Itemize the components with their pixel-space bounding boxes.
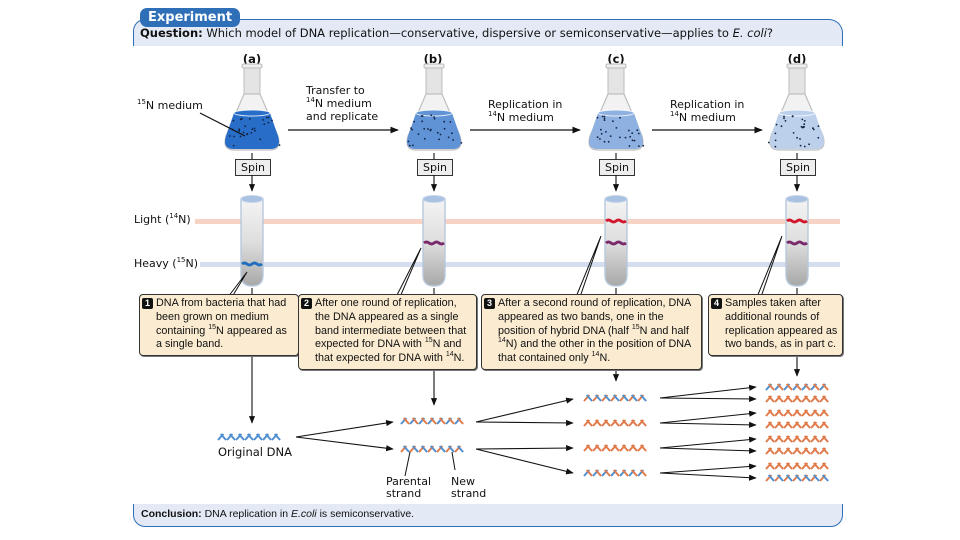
band-light [605, 218, 627, 224]
transition-label-1: Transfer to 14N medium and replicate [306, 84, 379, 123]
replication-arrow [659, 410, 757, 424]
band-hybrid [423, 240, 445, 246]
replication-arrow [659, 395, 757, 403]
transition-label-3: Replication in 14N medium [670, 98, 745, 124]
spin-label-d: Spin [780, 159, 816, 176]
centrifuge-tube-a [240, 195, 264, 287]
spin-label-c: Spin [599, 159, 635, 176]
dna-gen3-6 [765, 447, 829, 455]
original-dna-label: Original DNA [218, 445, 292, 459]
step-1-number: 1 [142, 298, 153, 309]
conclusion-box [133, 504, 843, 527]
flask-a [224, 63, 281, 151]
step-3-number: 3 [484, 298, 495, 309]
conclusion-label: Conclusion: [141, 508, 202, 520]
conclusion-text: Conclusion: DNA replication in E.coli is… [141, 508, 415, 520]
panel-label-c: (c) [607, 52, 625, 66]
heavy-label: Heavy (15N) [134, 256, 199, 271]
question-body: Which model of DNA replication—conservat… [202, 26, 733, 40]
replication-arrow [659, 447, 757, 454]
spin-connectors [248, 153, 801, 192]
heavy-level-line [200, 262, 840, 267]
replication-arrow [475, 444, 574, 452]
question-label: Question: [140, 26, 203, 40]
band-light [786, 218, 808, 224]
centrifuge-tube-c [604, 195, 628, 287]
flask-b [406, 63, 463, 151]
panel-label-d: (d) [787, 52, 807, 66]
callout-pointers [227, 235, 783, 298]
light-label: Light (14N) [134, 212, 191, 227]
question-end: ? [766, 26, 773, 40]
replication-arrow [659, 436, 757, 449]
dna-gen2-4 [583, 469, 647, 477]
replication-arrow [295, 436, 394, 452]
dna-gen3-5 [765, 435, 829, 443]
replication-arrow [475, 448, 574, 475]
replication-arrow [659, 421, 757, 428]
step-4-number: 4 [711, 298, 722, 309]
dna-original [217, 433, 281, 441]
replication-arrow [295, 420, 394, 438]
dna-gen3-4 [765, 421, 829, 429]
medium-pointer [199, 112, 246, 137]
flask-d [767, 63, 825, 151]
spin-label-a: Spin [235, 159, 271, 176]
dna-gen3-7 [765, 462, 829, 470]
strand-pointers [404, 451, 456, 477]
transition-label-2: Replication in 14N medium [488, 98, 563, 124]
medium-label: 15N medium [137, 98, 203, 113]
panel-label-b: (b) [423, 52, 443, 66]
dna-gen3-2 [765, 395, 829, 403]
band-hybrid [786, 240, 808, 246]
dna-gen3-1 [765, 383, 829, 391]
question-text: Question: Which model of DNA replication… [140, 26, 773, 40]
replication-arrow [475, 419, 574, 427]
replication-arrow [659, 472, 757, 481]
dna-gen2-2 [583, 419, 647, 427]
centrifuge-tube-d [785, 195, 809, 287]
dna-gen2-1 [583, 394, 647, 402]
centrifuge-tube-b [422, 195, 446, 287]
replication-arrow [659, 463, 757, 474]
step-2-number: 2 [301, 298, 312, 309]
question-organism: E. coli [732, 26, 767, 40]
flask-c [588, 63, 645, 151]
dna-gen3-3 [765, 409, 829, 417]
replication-arrow [475, 397, 574, 423]
dna-gen1-2 [400, 445, 464, 453]
question-box [133, 19, 843, 46]
dna-gen2-3 [583, 444, 647, 452]
dna-gen1-1 [400, 417, 464, 425]
spin-label-b: Spin [417, 159, 453, 176]
panel-label-a: (a) [242, 52, 262, 66]
band-heavy [241, 261, 263, 267]
light-level-line [195, 219, 840, 224]
band-hybrid [605, 240, 627, 246]
experiment-tag: Experiment [140, 8, 241, 27]
replication-arrow [659, 384, 757, 399]
dna-gen3-8 [765, 474, 829, 482]
